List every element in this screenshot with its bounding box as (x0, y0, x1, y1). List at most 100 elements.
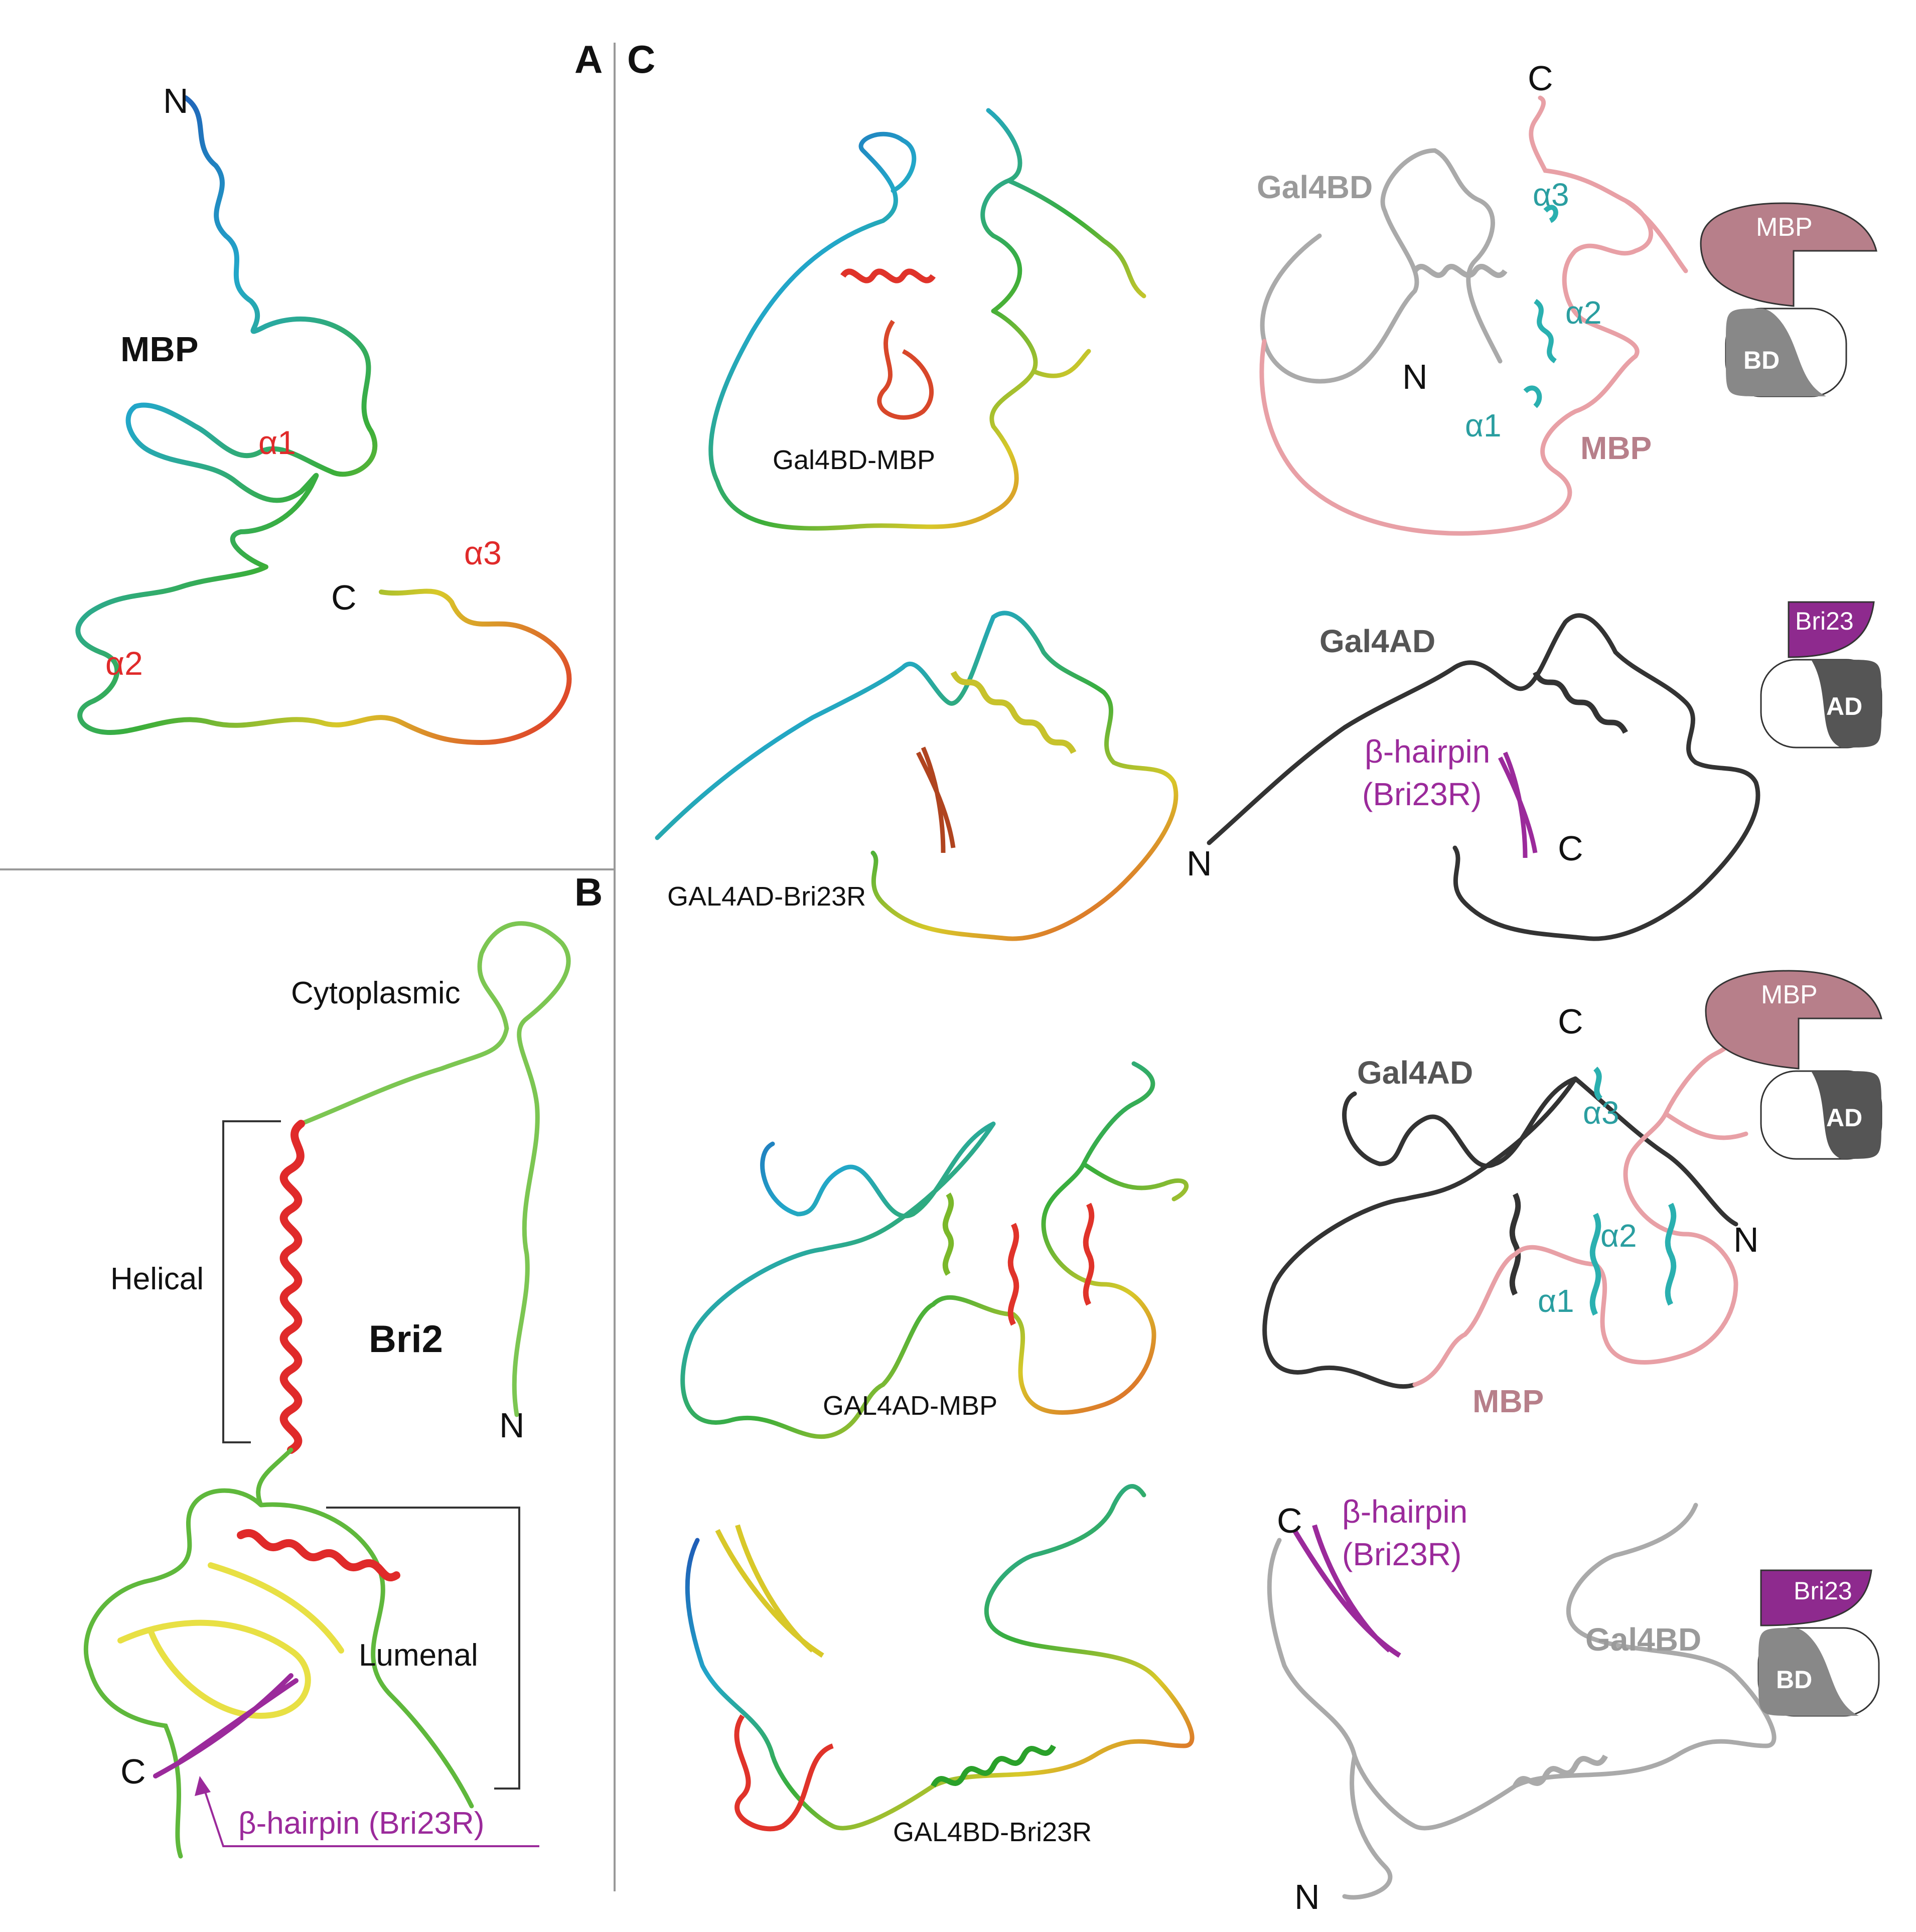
row4-model-label: GAL4BD-Bri23R (893, 1817, 1092, 1847)
row1-gal4bd-label: Gal4BD (1257, 169, 1373, 205)
row2-gal4ad-helix (1533, 671, 1628, 734)
row3-rainbow-helices (1007, 1203, 1095, 1326)
row4-icon-bottom-label: BD (1776, 1666, 1812, 1694)
lumenal-bracket (326, 1507, 520, 1790)
row1-alpha2: α2 (1565, 294, 1602, 331)
row3-icon-mbp-shape (1705, 970, 1882, 1070)
row2-hairpin-trace (1498, 752, 1538, 858)
row2-rainbow-helix (950, 671, 1077, 754)
row1-mbp-trace (1259, 95, 1688, 536)
row2-c-terminus: C (1558, 829, 1583, 868)
row1-mbp-label: MBP (1580, 430, 1652, 466)
row2-gal4ad-trace (1207, 613, 1760, 941)
row3-alpha-helices (1589, 1067, 1677, 1316)
row2-schematic-icon: Bri23 AD (1760, 601, 1882, 749)
row2-n-terminus: N (1187, 844, 1212, 883)
row4-rainbow-trace (685, 1484, 1195, 1831)
row3-icon-top-label: MBP (1761, 980, 1818, 1009)
row4-hairpin-label-2: (Bri23R) (1342, 1536, 1461, 1572)
panel-b-bri2: Bri2 (369, 1318, 443, 1361)
row4-rainbow-coil (734, 1714, 834, 1832)
row2-icon-ad-fill (1811, 660, 1881, 748)
row3-alpha1: α1 (1538, 1283, 1574, 1319)
row1-icon-bd-fill (1726, 309, 1826, 396)
bri2-helical-trace (279, 1120, 305, 1454)
panel-b-cytoplasmic: Cytoplasmic (291, 976, 461, 1010)
row3-schematic-icon: MBP AD (1705, 970, 1882, 1160)
row4-hairpin-trace (1292, 1524, 1401, 1658)
row1-rainbow-helix (840, 268, 936, 283)
row4-hairpin-label-1: β-hairpin (1342, 1494, 1467, 1530)
panel-a-letter: A (574, 37, 603, 81)
panel-a-n-terminus: N (163, 81, 189, 120)
hairpin-arrow (202, 1786, 539, 1847)
row4-rainbow-hairpin (715, 1524, 824, 1658)
bri2-hairpin-trace (153, 1673, 299, 1778)
panel-b-lumenal: Lumenal (359, 1638, 478, 1673)
helical-bracket (222, 1120, 281, 1443)
panel-c-letter: C (627, 37, 655, 81)
panel-b-hairpin: β-hairpin (Bri23R) (238, 1806, 484, 1841)
panel-a: A N MBP α1 α3 C α2 (75, 37, 603, 745)
row3-gal4ad-trace (1262, 1076, 1738, 1389)
row3-icon-ad-fill (1811, 1071, 1881, 1159)
bri2-beta-sheet-trace (117, 1562, 344, 1719)
panel-b-helical: Helical (110, 1262, 204, 1296)
row1-gal4bd-trace (1260, 148, 1503, 384)
row4-icon-bri23-shape (1760, 1569, 1872, 1626)
mbp-structure-trace (75, 95, 572, 745)
row4-schematic-icon: Bri23 BD (1757, 1569, 1880, 1717)
row4-gal4bd-label: Gal4BD (1585, 1621, 1701, 1658)
row3-gal4ad-label: Gal4AD (1357, 1055, 1473, 1091)
panel-b-letter: B (574, 870, 603, 914)
row1-rainbow-trace (708, 108, 1146, 531)
row1-rainbow-core (877, 320, 934, 420)
panel-b: B Cytoplasmic Helical Bri2 N Lumenal C β… (83, 870, 603, 1859)
row1-model-label: Gal4BD-MBP (773, 445, 935, 475)
row3-icon-bottom-label: AD (1826, 1104, 1862, 1132)
row1-icon-bottom-label: BD (1743, 346, 1780, 374)
row1-icon-top-label: MBP (1756, 213, 1813, 242)
row3-mbp-label: MBP (1472, 1383, 1544, 1419)
panel-a-alpha1: α1 (258, 424, 296, 461)
hairpin-arrow-head (195, 1776, 211, 1796)
panel-a-alpha3: α3 (464, 534, 502, 571)
row2-icon-bottom-label: AD (1826, 692, 1862, 720)
panel-a-title: MBP (120, 330, 199, 369)
row1-schematic-icon: MBP BD (1700, 202, 1877, 397)
row2: GAL4AD-Bri23R Gal4AD β-hairpin (Bri23R) … (655, 601, 1882, 941)
row3: GAL4AD-MBP C Gal4AD α3 α2 N α1 MBP MBP A… (680, 970, 1882, 1439)
row4-icon-top-label: Bri23 (1794, 1577, 1852, 1605)
panel-a-alpha2: α2 (105, 645, 143, 682)
row2-hairpin-label-2: (Bri23R) (1362, 776, 1482, 812)
row1-gal4bd-helix (1412, 264, 1508, 278)
row2-model-label: GAL4AD-Bri23R (667, 881, 866, 912)
bri2-lumenal-trace (83, 1447, 474, 1859)
row4-c-terminus: C (1277, 1501, 1302, 1540)
row2-hairpin-label-1: β-hairpin (1365, 733, 1490, 770)
row3-c-terminus: C (1558, 1002, 1583, 1041)
row3-alpha3: α3 (1583, 1095, 1619, 1131)
row4-rainbow-helix (931, 1744, 1056, 1788)
row1-alpha-helices (1523, 205, 1558, 408)
row1-alpha3: α3 (1533, 177, 1569, 213)
row1: Gal4BD-MBP C Gal4BD α3 α2 N α1 MBP MBP B… (708, 59, 1877, 536)
bri2-lumenal-helix-trace (237, 1529, 400, 1582)
panel-c: C Gal4BD-MBP C Gal4BD α3 α2 N α1 MBP MBP (627, 37, 1882, 1916)
row3-rainbow-helix-green (942, 1192, 954, 1276)
panel-b-n-terminus: N (499, 1406, 525, 1445)
row1-c-terminus: C (1528, 59, 1553, 98)
bri2-cytoplasmic-trace (299, 921, 571, 1417)
row1-n-terminus: N (1402, 357, 1428, 396)
row1-alpha1: α1 (1465, 407, 1502, 443)
row4: GAL4BD-Bri23R C β-hairpin (Bri23R) Gal4B… (685, 1484, 1880, 1916)
row4-icon-bd-fill (1758, 1628, 1859, 1716)
row3-alpha2: α2 (1600, 1218, 1637, 1254)
row2-icon-top-label: Bri23 (1795, 607, 1854, 635)
row1-icon-mbp-shape (1700, 202, 1877, 307)
row3-model-label: GAL4AD-MBP (823, 1391, 997, 1421)
row4-gal4bd-trace (1267, 1503, 1777, 1900)
row3-gal4ad-helices (1509, 1193, 1521, 1296)
panel-b-c-terminus: C (120, 1752, 146, 1791)
